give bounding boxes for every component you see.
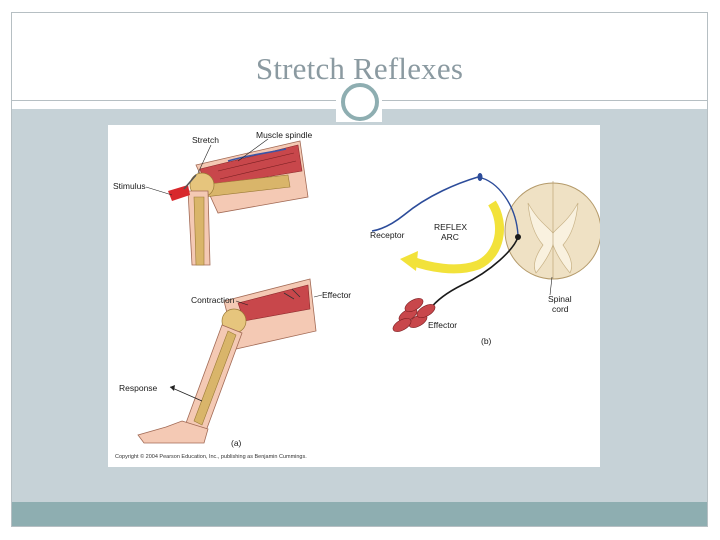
stretch-reflex-figure: Stretch Muscle spindle Stimulus Contract… bbox=[108, 125, 600, 467]
label-spinal: Spinal bbox=[548, 294, 572, 304]
figure-illustration bbox=[137, 138, 600, 444]
label-cord: cord bbox=[552, 304, 569, 314]
label-effector-b: Effector bbox=[428, 320, 458, 330]
copyright-caption: Copyright © 2004 Pearson Education, Inc.… bbox=[115, 454, 307, 460]
label-receptor: Receptor bbox=[370, 230, 405, 240]
knee-upper-illustration bbox=[145, 138, 309, 266]
label-stretch: Stretch bbox=[192, 135, 219, 145]
label-panel-a: (a) bbox=[231, 438, 242, 448]
reflex-arc-illustration bbox=[371, 173, 600, 332]
label-panel-b: (b) bbox=[481, 336, 492, 346]
label-reflex: REFLEX bbox=[434, 222, 468, 232]
label-effector-a: Effector bbox=[322, 290, 352, 300]
label-muscle-spindle: Muscle spindle bbox=[256, 130, 313, 140]
label-arc: ARC bbox=[441, 232, 459, 242]
leg-lower-illustration bbox=[137, 278, 323, 444]
label-stimulus: Stimulus bbox=[113, 181, 146, 191]
label-response: Response bbox=[119, 383, 158, 393]
label-contraction: Contraction bbox=[191, 295, 235, 305]
footer-band bbox=[12, 502, 707, 526]
divider-ring-ornament bbox=[341, 83, 379, 121]
slide-frame bbox=[11, 12, 708, 527]
